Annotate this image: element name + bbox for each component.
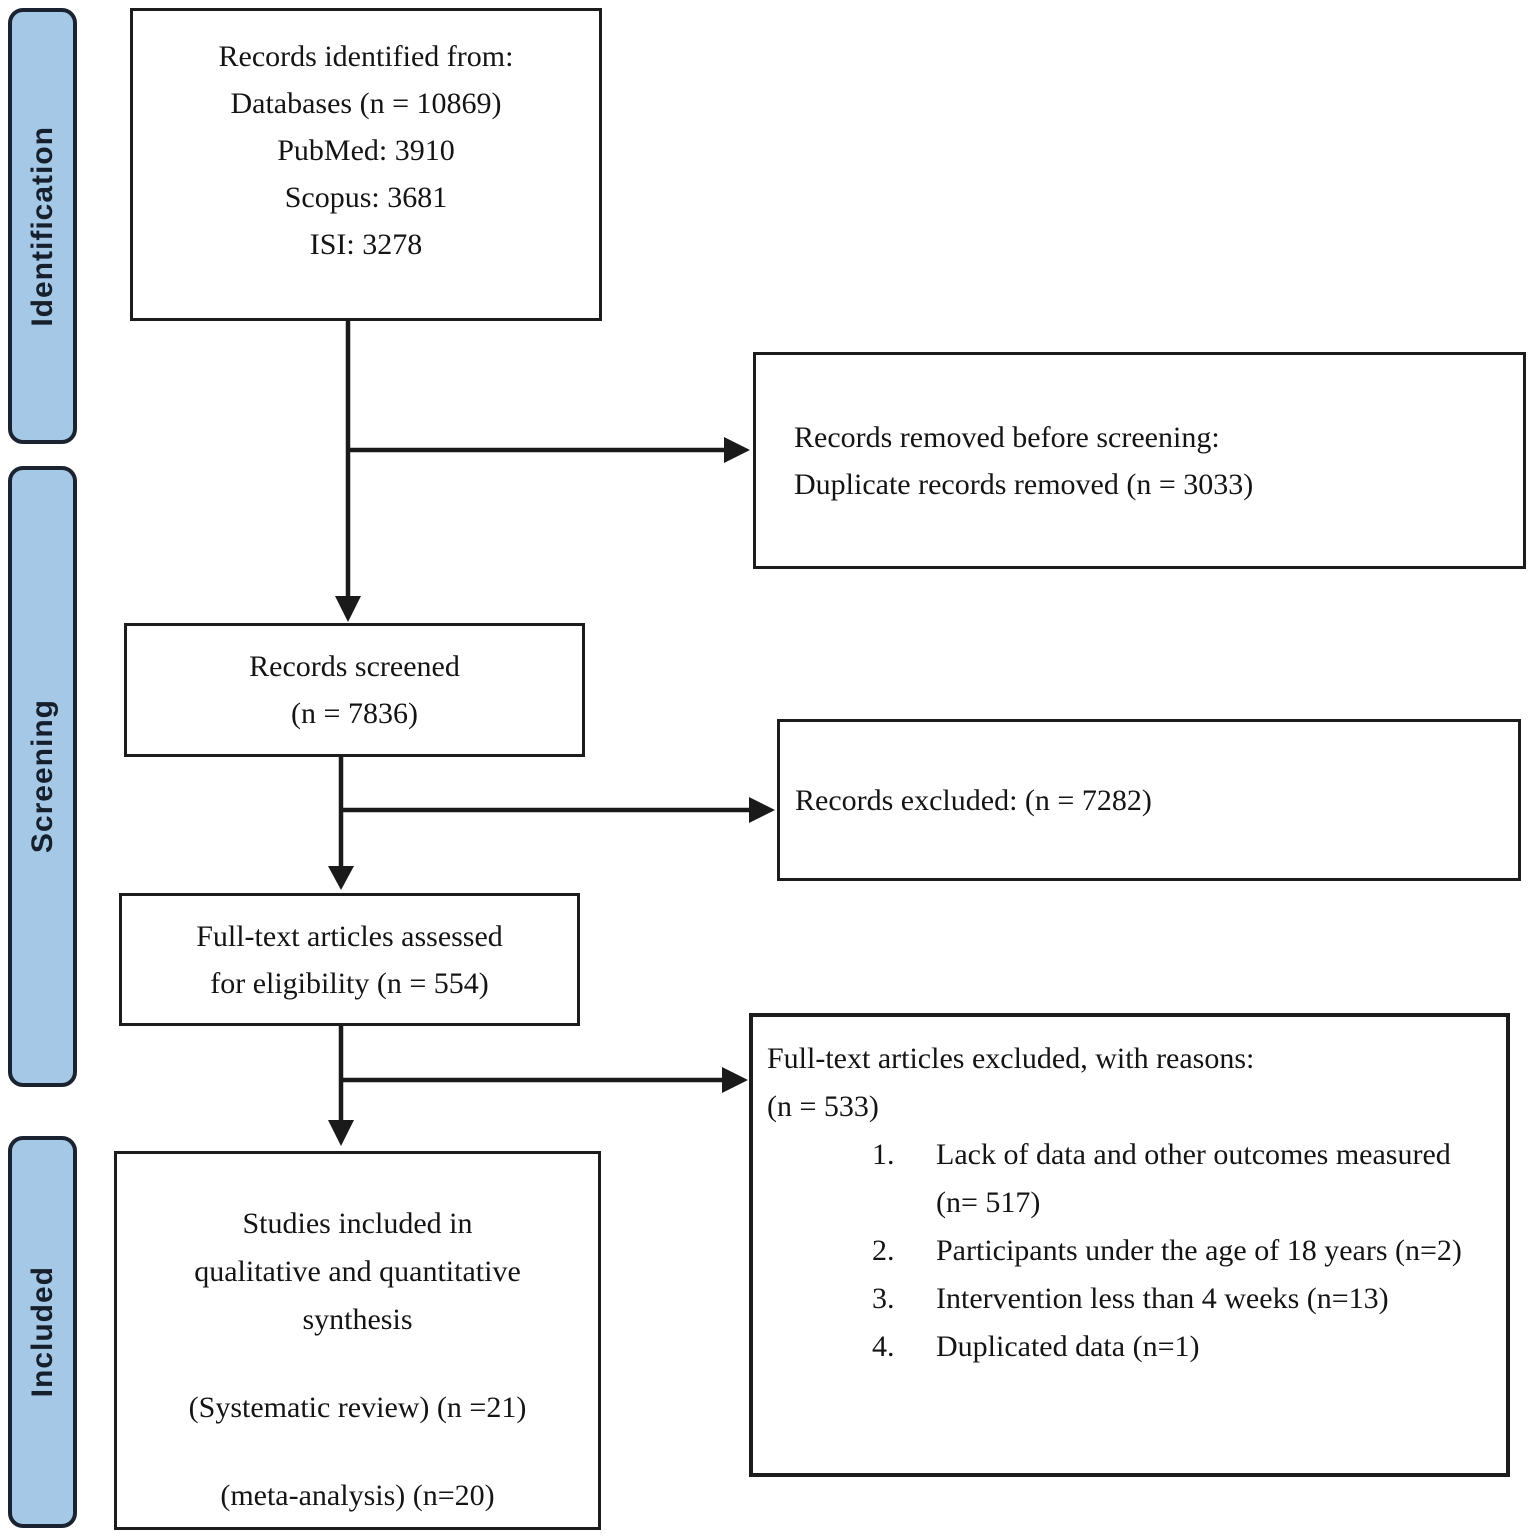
arrow-fulltext-to-included <box>328 1026 354 1146</box>
studies-included-line3: synthesis <box>302 1303 413 1336</box>
reason-item: 1. Lack of data and other outcomes measu… <box>872 1131 1488 1227</box>
reason-item: 2. Participants under the age of 18 year… <box>872 1227 1488 1275</box>
box-fulltext-excluded: Full-text articles excluded, with reason… <box>749 1013 1510 1477</box>
arrow-screened-to-excluded <box>341 797 775 823</box>
studies-included-meta-analysis: (meta-analysis) (n=20) <box>220 1479 495 1512</box>
fulltext-assessed-line1: Full-text articles assessed <box>196 919 503 953</box>
box-studies-included: Studies included in qualitative and quan… <box>114 1151 601 1530</box>
fulltext-assessed-line2: for eligibility (n = 554) <box>210 966 489 1000</box>
records-identified-isi: ISI: 3278 <box>309 228 423 261</box>
studies-included-line2: qualitative and quantitative <box>194 1255 521 1288</box>
arrow-identified-to-removed <box>348 437 750 463</box>
reason-item: 3. Intervention less than 4 weeks (n=13) <box>872 1275 1488 1323</box>
reason-text: Intervention less than 4 weeks (n=13) <box>936 1282 1389 1315</box>
arrow-identified-to-screened <box>335 321 361 622</box>
records-identified-scopus: Scopus: 3681 <box>284 181 448 214</box>
box-records-removed: Records removed before screening: Duplic… <box>753 352 1526 569</box>
stage-label-screening: Screening <box>25 699 59 854</box>
records-screened-line1: Records screened <box>249 650 460 683</box>
records-identified-databases: Databases (n = 10869) <box>230 87 502 120</box>
box-records-screened: Records screened (n = 7836) <box>124 623 585 757</box>
records-identified-pubmed: PubMed: 3910 <box>277 134 455 167</box>
records-identified-line: Records identified from: <box>218 40 514 73</box>
studies-included-systematic-review: (Systematic review) (n =21) <box>188 1391 527 1424</box>
reason-number: 2. <box>872 1234 895 1267</box>
records-removed-line2: Duplicate records removed (n = 3033) <box>794 467 1254 501</box>
stage-label-identification: Identification <box>25 125 59 327</box>
records-screened-line2: (n = 7836) <box>291 697 418 730</box>
reason-number: 1. <box>872 1138 895 1171</box>
reason-number: 3. <box>872 1282 895 1315</box>
fulltext-excluded-reasons: 1. Lack of data and other outcomes measu… <box>767 1131 1488 1371</box>
arrow-screened-to-fulltext <box>328 757 354 890</box>
fulltext-excluded-header2: (n = 533) <box>767 1090 879 1123</box>
reason-text: Duplicated data (n=1) <box>936 1330 1200 1363</box>
reason-item: 4. Duplicated data (n=1) <box>872 1323 1488 1371</box>
studies-included-line1: Studies included in <box>242 1207 473 1240</box>
stage-tab-screening: Screening <box>8 466 77 1087</box>
reason-text: Participants under the age of 18 years (… <box>936 1234 1462 1267</box>
stage-label-included: Included <box>25 1266 59 1398</box>
box-fulltext-assessed: Full-text articles assessed for eligibil… <box>119 893 580 1026</box>
records-removed-line1: Records removed before screening: <box>794 420 1220 454</box>
fulltext-excluded-header1: Full-text articles excluded, with reason… <box>767 1042 1255 1075</box>
arrow-fulltext-to-fulltext-excluded <box>341 1067 748 1093</box>
reason-text: Lack of data and other outcomes measured… <box>936 1138 1451 1219</box>
stage-tab-identification: Identification <box>8 8 77 444</box>
reason-number: 4. <box>872 1330 895 1363</box>
box-records-excluded: Records excluded: (n = 7282) <box>777 719 1521 881</box>
records-excluded-line: Records excluded: (n = 7282) <box>795 783 1152 817</box>
box-records-identified: Records identified from: Databases (n = … <box>130 8 602 321</box>
stage-tab-included: Included <box>8 1136 77 1528</box>
